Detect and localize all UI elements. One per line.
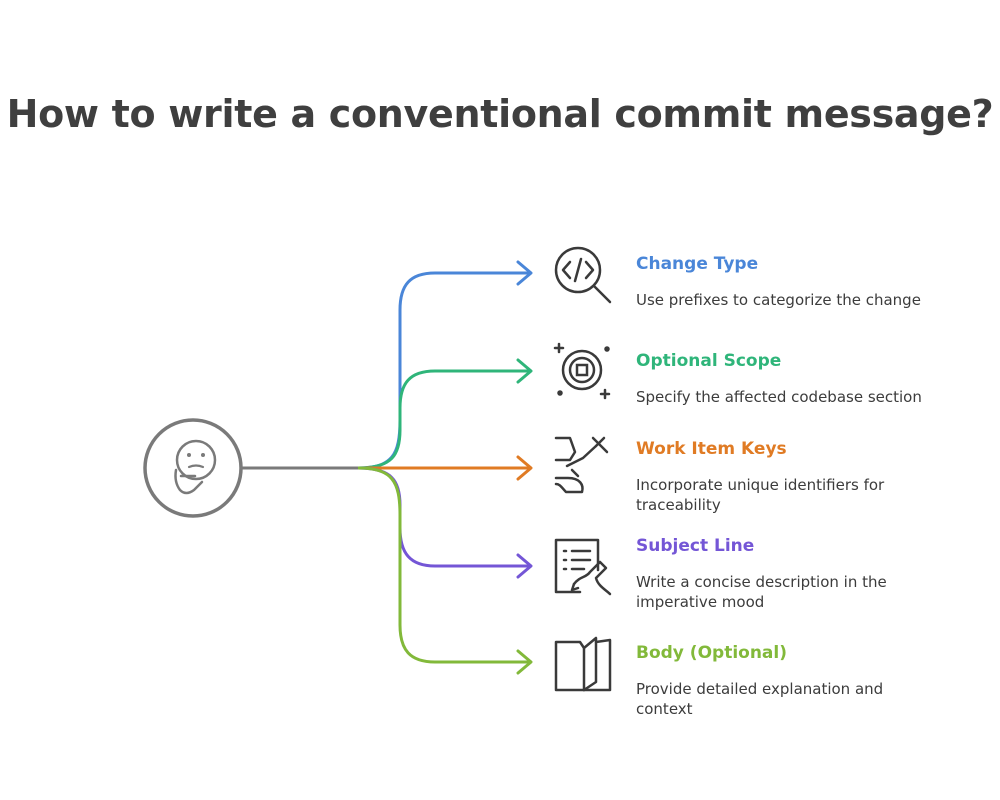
branch-subject-line — [357, 466, 530, 568]
open-book-icon — [554, 636, 612, 692]
branch-body — [357, 466, 530, 664]
item-description: Use prefixes to categorize the change — [636, 291, 921, 309]
item-description: Specify the affected codebase section — [636, 388, 922, 406]
item-heading: Body (Optional) — [636, 643, 787, 663]
item-change-type: Change Type Use prefixes to categorize t… — [636, 253, 966, 310]
item-heading: Optional Scope — [636, 351, 782, 371]
item-description: Provide detailed explanation and context — [636, 680, 884, 718]
item-description: Incorporate unique identifiers for trace… — [636, 476, 885, 514]
writing-document-icon — [554, 538, 612, 596]
page-title: How to write a conventional commit messa… — [6, 92, 994, 136]
branch-optional-scope — [357, 369, 530, 470]
item-optional-scope: Optional Scope Specify the affected code… — [636, 350, 966, 407]
target-icon — [553, 342, 611, 400]
item-heading: Subject Line — [636, 536, 755, 556]
item-work-item-keys: Work Item Keys Incorporate unique identi… — [636, 438, 966, 515]
item-heading: Change Type — [636, 254, 759, 274]
code-search-icon — [554, 246, 612, 304]
item-body-optional: Body (Optional) Provide detailed explana… — [636, 642, 966, 719]
item-heading: Work Item Keys — [636, 439, 787, 459]
puzzle-key-icon — [554, 436, 609, 494]
item-subject-line: Subject Line Write a concise description… — [636, 535, 966, 612]
item-description: Write a concise description in the imper… — [636, 573, 887, 611]
thinking-face-icon — [143, 418, 243, 518]
